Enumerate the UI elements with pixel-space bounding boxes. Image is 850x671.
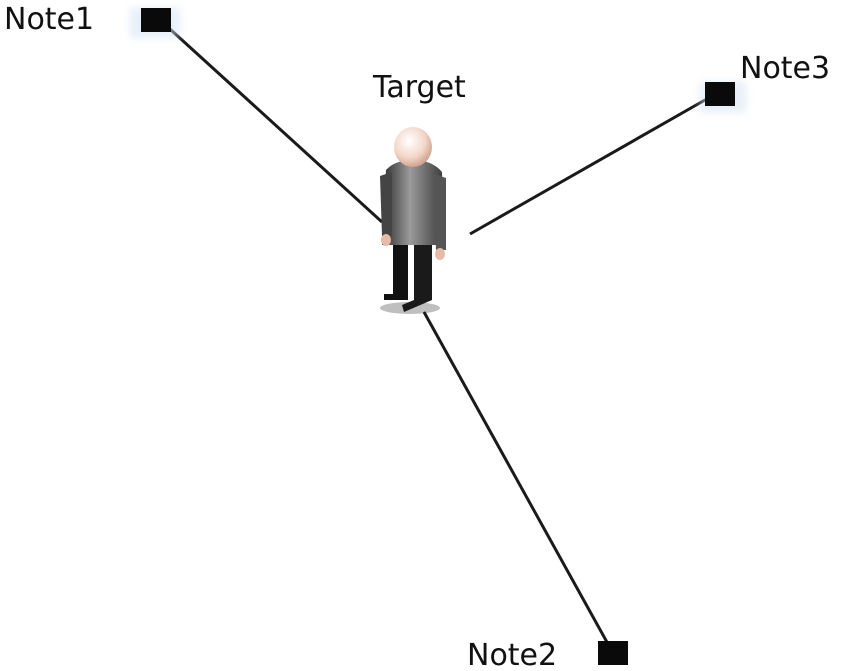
note3-node-square-icon[interactable] [705,82,735,106]
note1-node-square-icon[interactable] [141,8,171,32]
note1-label: Note1 [4,2,94,37]
target-label: Target [372,70,466,105]
edge-target-note2 [422,311,610,645]
note2-label: Note2 [467,638,557,671]
person-icon[interactable] [380,127,446,314]
edge-note3-target [469,94,713,236]
edge-note1-target [158,18,384,224]
note3-label: Note3 [740,51,830,86]
note2-node-square-icon[interactable] [598,641,628,665]
